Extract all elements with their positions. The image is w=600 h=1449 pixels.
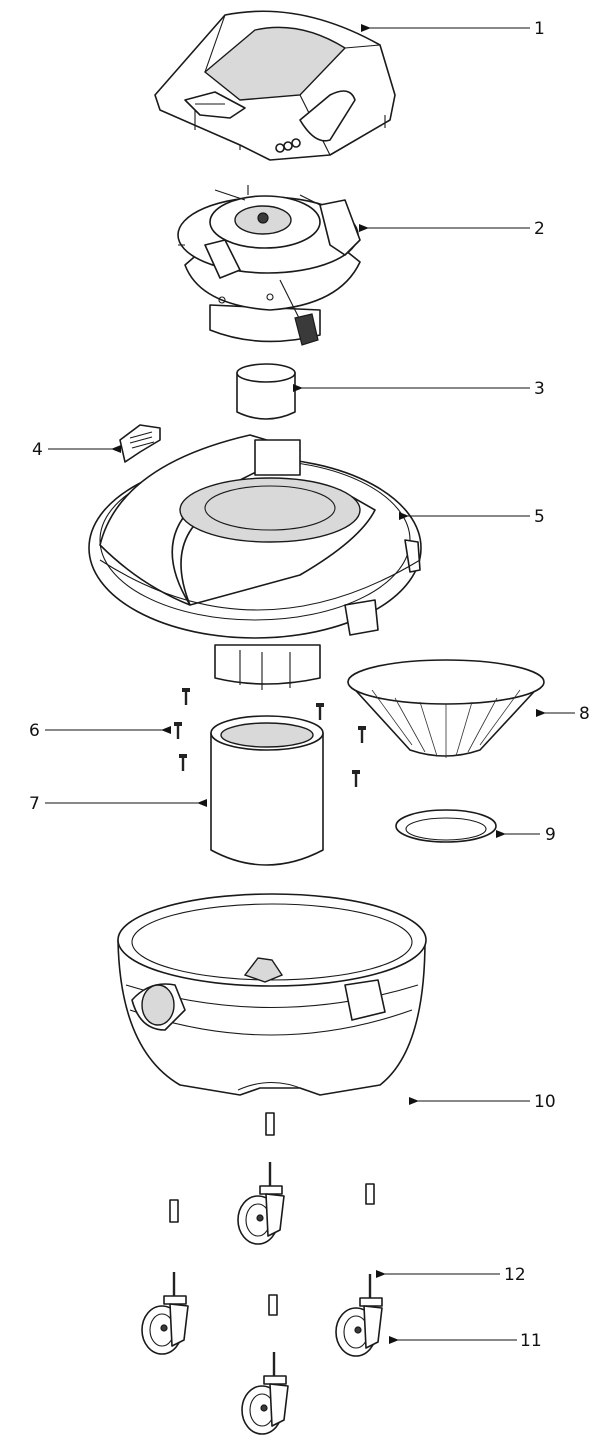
callout-1: 1: [534, 19, 545, 39]
callout-3: 3: [534, 379, 545, 399]
callout-6: 6: [29, 721, 40, 741]
motor-assembly-icon: [177, 185, 361, 346]
callout-8: 8: [579, 704, 590, 724]
callout-2: 2: [534, 219, 545, 239]
lid-icon: [88, 434, 422, 690]
callout-10: 10: [534, 1092, 556, 1112]
motor-cover-icon: [154, 10, 396, 161]
callout-12: 12: [504, 1265, 526, 1285]
drum-tank-icon: [117, 893, 427, 1096]
callout-9: 9: [545, 825, 556, 845]
cartridge-filter-icon: [210, 715, 324, 866]
callout-5: 5: [534, 507, 545, 527]
callout-leaders: [45, 24, 575, 1344]
caster-wheel-icon: [141, 1162, 383, 1435]
callout-4: 4: [32, 440, 43, 460]
retaining-ring-icon: [395, 809, 497, 843]
foam-filter-icon: [236, 363, 296, 420]
filter-bag-icon: [347, 659, 545, 758]
callout-7: 7: [29, 794, 40, 814]
callout-numbers: 1 2 3 4 5 6 7 8 9 10 11 12: [29, 19, 590, 1351]
callout-11: 11: [520, 1331, 542, 1351]
latch-clip-icon: [119, 424, 161, 463]
caster-pin-icon: [169, 1112, 375, 1316]
